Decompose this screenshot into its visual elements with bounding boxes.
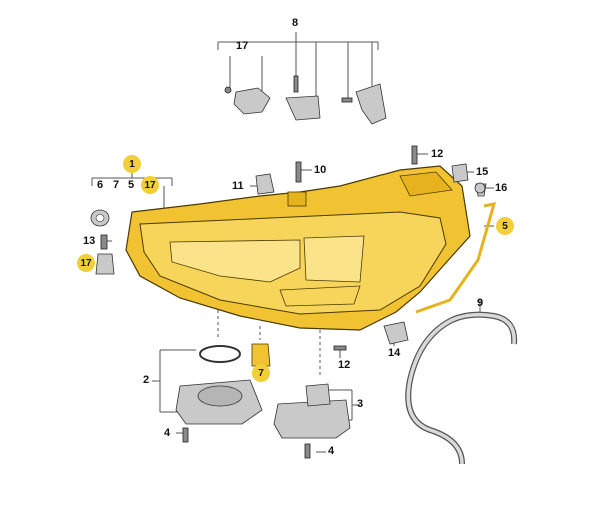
callout-17: 17 bbox=[236, 40, 249, 52]
headlamp-assembly bbox=[125, 165, 471, 331]
callout-14: 14 bbox=[388, 347, 401, 359]
bracket-group-8 bbox=[217, 32, 379, 98]
callout-10: 10 bbox=[314, 164, 327, 176]
callout-7: 7 bbox=[113, 179, 120, 191]
callout-17-badge-left: 17 bbox=[77, 254, 95, 272]
callout-12-bottom: 12 bbox=[338, 359, 351, 371]
callout-6: 6 bbox=[97, 179, 104, 191]
side-parts bbox=[90, 145, 497, 314]
callout-12-top: 12 bbox=[431, 148, 444, 160]
callout-4-left: 4 bbox=[164, 427, 171, 439]
lower-parts bbox=[175, 182, 486, 459]
callout-4-right: 4 bbox=[328, 445, 335, 457]
callout-5-badge: 5 bbox=[496, 217, 514, 235]
vent-hose bbox=[405, 311, 518, 465]
callout-11: 11 bbox=[232, 180, 244, 192]
callout-8: 8 bbox=[292, 17, 299, 29]
callout-17-badge-top: 17 bbox=[141, 176, 159, 194]
callout-16: 16 bbox=[495, 182, 508, 194]
callout-9: 9 bbox=[477, 297, 484, 309]
callout-7-badge: 7 bbox=[252, 364, 270, 382]
callout-13: 13 bbox=[83, 235, 96, 247]
callout-2: 2 bbox=[143, 374, 150, 386]
mounting-bracket-parts bbox=[224, 75, 387, 125]
callout-15: 15 bbox=[476, 166, 489, 178]
callout-3: 3 bbox=[357, 398, 364, 410]
callout-5: 5 bbox=[128, 179, 135, 191]
callout-1-badge: 1 bbox=[123, 155, 141, 173]
